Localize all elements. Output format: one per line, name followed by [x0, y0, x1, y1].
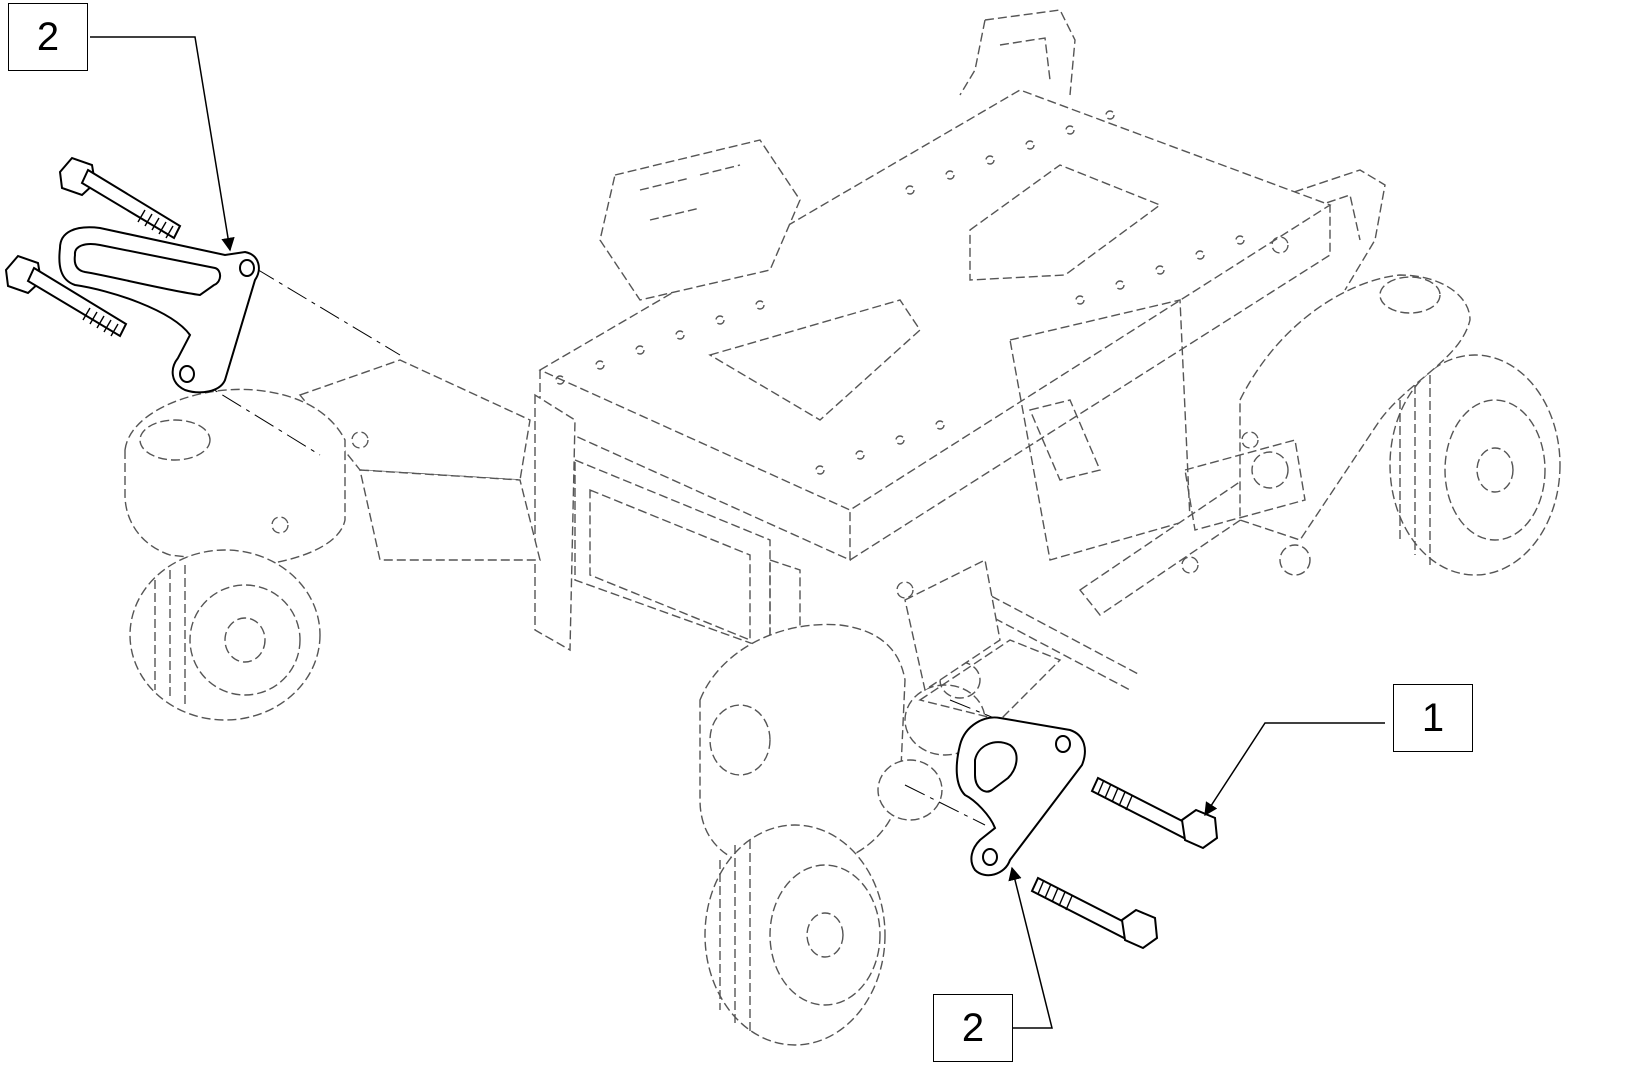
callout-left-bracket: 2	[8, 3, 88, 71]
right-lower-bolt	[1030, 876, 1159, 950]
callout-bolt: 1	[1393, 684, 1473, 752]
right-bracket-part	[955, 716, 1086, 877]
left-upper-bolt	[58, 156, 182, 240]
chassis-ghost	[124, 9, 1561, 1046]
right-bracket-assembly	[904, 699, 1219, 950]
callout-label: 1	[1421, 695, 1445, 740]
right-upper-bolt	[1090, 776, 1219, 850]
leader-lines	[90, 36, 1385, 1029]
left-bracket-part	[58, 226, 260, 394]
callout-label: 2	[961, 1005, 985, 1050]
left-lower-bolt	[4, 254, 128, 338]
left-bracket-assembly	[4, 156, 401, 456]
callout-label: 2	[36, 14, 60, 59]
callout-right-bracket: 2	[933, 994, 1013, 1062]
